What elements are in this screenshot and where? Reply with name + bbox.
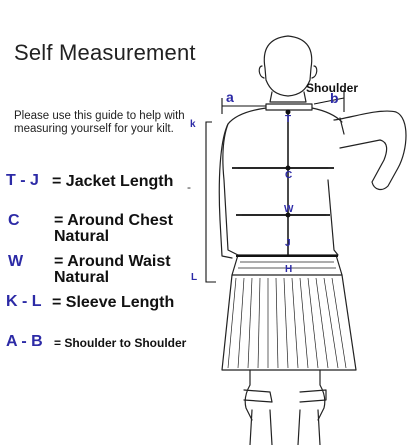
legend-key-w: W bbox=[8, 253, 24, 270]
shoulder-label: Shoulder bbox=[306, 81, 358, 95]
point-t: T bbox=[285, 114, 291, 125]
point-a: a bbox=[226, 89, 234, 105]
legend-key-c: C bbox=[8, 212, 20, 229]
legend-key-kl: K - L bbox=[6, 293, 42, 310]
point-w: W bbox=[284, 204, 294, 215]
point-l: L bbox=[191, 272, 197, 283]
legend-label-shoulder-to-shoulder: = Shoulder to Shoulder bbox=[54, 336, 187, 350]
measure-b-line bbox=[313, 97, 345, 105]
dot-w bbox=[285, 212, 291, 218]
legend-label-jacket-length: = Jacket Length bbox=[52, 173, 174, 190]
legend-label-chest: = Around Chest Natural bbox=[54, 212, 173, 245]
point-c: C bbox=[285, 170, 292, 181]
point-k: k bbox=[190, 119, 196, 130]
point-j: J bbox=[285, 238, 291, 249]
kilt-pleats bbox=[227, 261, 347, 369]
page-title: Self Measurement bbox=[14, 40, 196, 65]
intro-text: Please use this guide to help with measu… bbox=[14, 110, 185, 135]
figure-outline bbox=[218, 35, 407, 445]
legend-key-tj: T - J bbox=[6, 172, 39, 189]
point-h: H bbox=[285, 264, 292, 275]
legend-key-ab: A - B bbox=[6, 333, 43, 350]
measure-kl-bracket bbox=[205, 121, 216, 283]
head-outline bbox=[263, 35, 313, 97]
point-b: b bbox=[330, 90, 339, 106]
legend-label-sleeve-length: = Sleeve Length bbox=[52, 294, 175, 311]
stray-dash: - bbox=[187, 180, 191, 194]
legend-label-waist: = Around Waist Natural bbox=[54, 253, 171, 286]
dot-t bbox=[285, 109, 291, 115]
measurement-dots bbox=[285, 109, 291, 218]
dot-c bbox=[285, 165, 291, 171]
measurement-lines bbox=[205, 90, 345, 283]
